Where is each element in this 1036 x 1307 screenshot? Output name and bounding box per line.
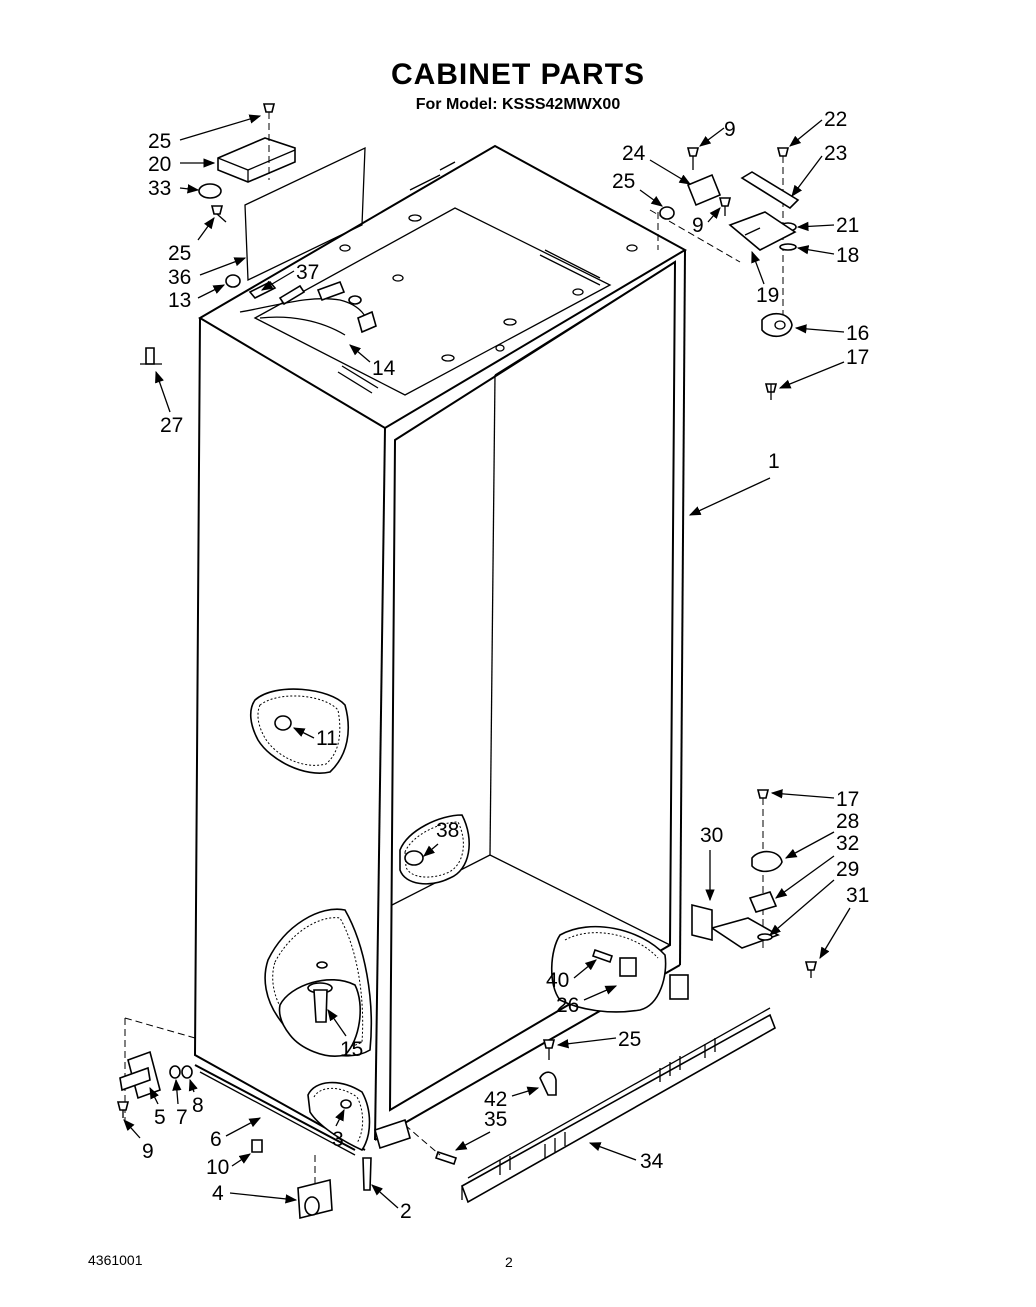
callout-1: 1 xyxy=(768,450,780,473)
bottom-hinge-assembly xyxy=(691,789,818,978)
callout-26: 26 xyxy=(556,994,579,1017)
top-left-parts xyxy=(140,103,377,365)
page-title: CABINET PARTS xyxy=(390,58,646,91)
callout-5: 5 xyxy=(154,1106,166,1129)
callout-29: 29 xyxy=(836,858,859,881)
cutaway-26-40 xyxy=(550,925,689,1013)
callout-15: 15 xyxy=(340,1038,363,1061)
callout-9: 9 xyxy=(142,1140,154,1163)
callout-40: 40 xyxy=(546,969,569,992)
document-number: 4361001 xyxy=(88,1252,143,1268)
callout-10: 10 xyxy=(206,1156,229,1179)
callout-25: 25 xyxy=(168,242,191,265)
callout-32: 32 xyxy=(836,832,859,855)
callout-38: 38 xyxy=(436,819,459,842)
callout-28: 28 xyxy=(836,810,859,833)
bottom-parts xyxy=(116,1007,776,1220)
callout-30: 30 xyxy=(700,824,723,847)
callout-23: 23 xyxy=(824,142,847,165)
callout-17: 17 xyxy=(836,788,859,811)
callout-18: 18 xyxy=(836,244,859,267)
callout-3: 3 xyxy=(332,1128,344,1151)
cutaway-15 xyxy=(264,908,373,1057)
callout-31: 31 xyxy=(846,884,869,907)
callout-4: 4 xyxy=(212,1182,224,1205)
page-number: 2 xyxy=(505,1254,513,1270)
callout-14: 14 xyxy=(372,357,396,380)
callout-21: 21 xyxy=(836,214,859,237)
callout-13: 13 xyxy=(168,289,191,312)
callout-17: 17 xyxy=(846,346,869,369)
callout-34: 34 xyxy=(640,1150,664,1173)
callout-25: 25 xyxy=(148,130,171,153)
callout-7: 7 xyxy=(176,1106,188,1129)
callout-37: 37 xyxy=(296,261,319,284)
callout-9: 9 xyxy=(692,214,704,237)
callout-2: 2 xyxy=(400,1200,412,1223)
callout-42: 42 xyxy=(484,1088,507,1111)
callout-19: 19 xyxy=(756,284,779,307)
callouts: 25 20 33 25 36 13 37 14 27 9 24 25 xyxy=(123,108,869,1223)
callout-35: 35 xyxy=(484,1108,507,1131)
callout-24: 24 xyxy=(622,142,646,165)
callout-8: 8 xyxy=(192,1094,204,1117)
callout-11: 11 xyxy=(316,727,338,750)
callout-36: 36 xyxy=(168,266,191,289)
top-hinge-assembly xyxy=(649,147,800,400)
callout-6: 6 xyxy=(210,1128,222,1151)
callout-25: 25 xyxy=(612,170,635,193)
callout-27: 27 xyxy=(160,414,183,437)
callout-16: 16 xyxy=(846,322,869,345)
callout-22: 22 xyxy=(824,108,847,131)
model-subtitle: For Model: KSSS42MWX00 xyxy=(415,96,621,113)
callout-20: 20 xyxy=(148,153,171,176)
callout-25: 25 xyxy=(618,1028,641,1051)
callout-33: 33 xyxy=(148,177,171,200)
cabinet-body xyxy=(193,144,688,1151)
callout-9: 9 xyxy=(724,118,736,141)
